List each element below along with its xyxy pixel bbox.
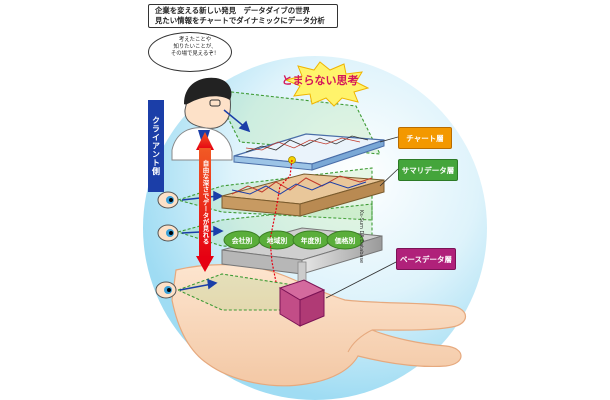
thought-line: 知りたいことが、 [173,44,217,50]
eye-icon [157,224,179,242]
depth-arrow-label: 自由な深さでデータが見れる [201,159,209,245]
thinking-burst [284,61,370,107]
hand-illustration [171,264,467,387]
base-layer-label: ベースデータ層 [396,248,456,270]
summary-layer-label: サマリデータ層 [398,159,458,181]
eye-icon [157,191,179,209]
thought-line: 考えたことや [178,37,212,43]
eye-icon [155,281,177,299]
hand-crease [347,329,373,353]
summary-tag: 年度別 [300,237,322,245]
title-line-2: 見たい情報をチャートでダイナミックにデータ分析 [155,16,325,25]
summary-tag: 価格別 [334,237,356,245]
client-side-label: クライアント側 [148,100,164,192]
base-data-cube [278,279,326,327]
summary-tag: 会社別 [231,237,253,245]
depth-arrow [196,132,214,272]
summary-discs [223,230,364,250]
eye-icons [155,191,179,299]
unstoppable-thinking-label: とまらない思考 [281,74,359,87]
thought-bubble-text: 考えたことや 知りたいことが、 その場で見えるぞ！ [160,37,230,58]
chart-layer-label: チャート層 [398,127,452,149]
summary-layer-slab [221,173,385,217]
summary-tag: 地域別 [266,237,288,245]
thought-bubble [148,32,232,72]
chart-layer-slab [233,133,385,171]
leader-lines [325,136,401,299]
title-line-1: 企業を変える新しい発見 データダイブの世界 [155,6,310,15]
title-box: 企業を変える新しい発見 データダイブの世界 見たい情報をチャートでダイナミックに… [148,4,338,28]
thought-line: その場で見えるぞ！ [170,51,220,57]
box-side-text: Ks-Sum DA Database [358,210,364,264]
